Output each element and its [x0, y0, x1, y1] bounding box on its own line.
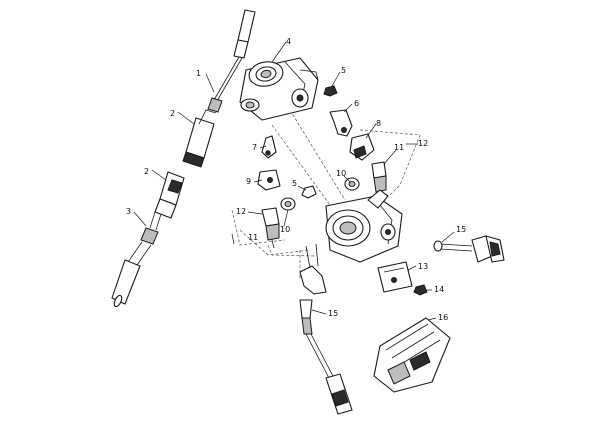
callout-10-left: 10	[280, 225, 290, 234]
callout-8: 8	[376, 119, 381, 128]
callout-6: 6	[354, 99, 359, 108]
callout-10-right: 10	[336, 169, 346, 178]
callout-2-lower: 2	[144, 167, 149, 176]
nut-part-5-lower	[301, 185, 317, 199]
callout-3: 3	[126, 207, 131, 216]
linkage-bracket	[299, 243, 327, 295]
injector-part-11-left	[261, 207, 280, 249]
callout-15-lower: 15	[328, 309, 338, 318]
nut-part-5-upper	[323, 85, 338, 97]
callout-9: 9	[246, 177, 251, 186]
callout-14: 14	[434, 285, 444, 294]
callout-4: 4	[286, 37, 291, 46]
callout-7: 7	[252, 143, 257, 152]
nut-part-14	[413, 284, 428, 296]
clamp-part-10-left	[280, 197, 296, 211]
callout-13: 13	[418, 262, 428, 271]
throttle-body-part-4	[239, 57, 319, 121]
leader-lines	[133, 41, 455, 321]
callout-16: 16	[438, 313, 448, 322]
throttle-cable	[207, 9, 256, 113]
sensor-part-15-right	[433, 235, 505, 263]
callout-11-right: 11	[394, 143, 404, 152]
sensor-part-15-lower	[299, 299, 353, 415]
mounting-bracket-part-13	[377, 261, 413, 293]
connector-part-8	[349, 133, 375, 161]
hose-part-3	[111, 227, 159, 308]
assembly-guide-lines	[231, 109, 421, 280]
ecu-module-part-16	[373, 317, 451, 393]
callout-5-lower: 5	[292, 179, 297, 188]
callout-2-upper: 2	[170, 109, 175, 118]
callout-1: 1	[196, 69, 201, 78]
clamp-part-10-right	[344, 177, 360, 191]
callout-15-right: 15	[456, 225, 466, 234]
bracket-part-6	[329, 109, 353, 137]
connector-part-2-upper	[182, 109, 217, 168]
sensor-part-2-lower	[149, 171, 185, 231]
clip-part-7	[261, 135, 277, 159]
intake-manifold-assembly	[325, 189, 403, 263]
callout-labels: 1 2 2 3 4 5 6 7 8 9 5 10 10 11 11 12 12 …	[126, 37, 466, 322]
callout-12-right: 12	[418, 139, 428, 148]
connector-part-9	[257, 169, 281, 191]
callout-12-left: 12	[236, 207, 246, 216]
callout-5-upper: 5	[341, 66, 346, 75]
callout-11-left: 11	[248, 233, 258, 242]
